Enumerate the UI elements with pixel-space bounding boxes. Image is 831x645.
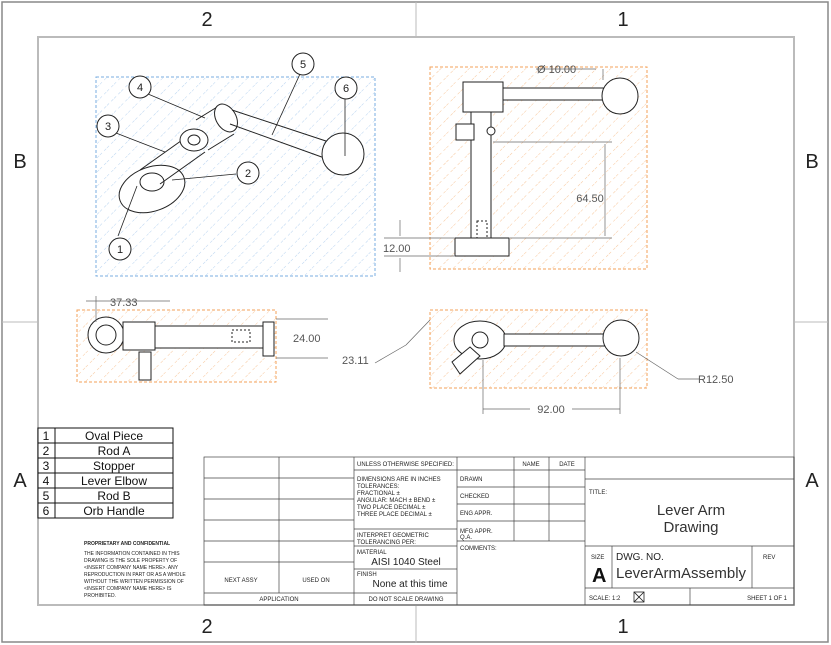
balloon-3: 3 (105, 121, 111, 133)
row-drawn: DRAWN (460, 477, 482, 483)
bom-table[interactable]: 1 Oval Piece 2 Rod A 3 Stopper 4 Lever E… (37, 427, 174, 519)
bom-name-6: Orb Handle (83, 504, 145, 518)
proprietary-notice: PROPRIETARY AND CONFIDENTIAL THE INFORMA… (84, 541, 186, 599)
bom-num-6: 6 (43, 504, 50, 518)
front-view[interactable]: Ø 10.00 64.50 12.00 (383, 64, 648, 272)
isometric-view[interactable]: 4 3 2 1 5 6 (95, 52, 376, 277)
balloon-5: 5 (300, 59, 306, 71)
proprietary-heading: PROPRIETARY AND CONFIDENTIAL (84, 541, 170, 547)
bom-num-1: 1 (43, 429, 50, 443)
used-on-label: USED ON (302, 578, 329, 584)
proprietary-line-7: PROHIBITED. (84, 593, 116, 599)
material-value: AISI 1040 Steel (371, 557, 441, 568)
dims-line-1: DIMENSIONS ARE IN INCHES (357, 477, 441, 483)
row-eng-appr: ENG APPR. (460, 511, 493, 517)
proprietary-line-6: <INSERT COMPANY NAME HERE> IS (84, 586, 172, 592)
title-label: TITLE: (589, 490, 607, 496)
dims-line-4: ANGULAR: MACH ± BEND ± (357, 498, 436, 504)
zone-left-upper: B (13, 151, 26, 173)
zone-bottom-right: 1 (617, 616, 628, 638)
bom-name-3: Stopper (93, 459, 135, 473)
bom-num-5: 5 (43, 489, 50, 503)
dim-r12-50: R12.50 (698, 374, 733, 386)
rev-label: REV (763, 555, 775, 561)
interpret-line-2: TOLERANCING PER: (357, 540, 416, 546)
proprietary-line-5: WITHOUT THE WRITTEN PERMISSION OF (84, 579, 184, 585)
material-label: MATERIAL (357, 550, 387, 556)
unless-specified: UNLESS OTHERWISE SPECIFIED: (357, 462, 454, 468)
dim-24-00: 24.00 (293, 333, 321, 345)
bom-num-3: 3 (43, 459, 50, 473)
proprietary-line-2: DRAWING IS THE SOLE PROPERTY OF (84, 558, 177, 564)
balloon-2: 2 (245, 168, 251, 180)
zone-right-lower: A (805, 470, 819, 492)
dwg-no-value: LeverArmAssembly (616, 565, 747, 582)
scale-label: SCALE: 1:2 (589, 596, 621, 602)
dwg-no-label: DWG. NO. (616, 552, 664, 563)
finish-label: FINISH (357, 572, 377, 578)
title-block (203, 456, 795, 606)
drawing-title-line-1: Lever Arm (657, 502, 725, 519)
dims-line-2: TOLERANCES: (357, 484, 400, 490)
right-view[interactable]: 23.11 R12.50 92.00 (342, 309, 733, 416)
proprietary-line-4: REPRODUCTION IN PART OR AS A WHOLE (84, 572, 186, 578)
bom-name-4: Lever Elbow (81, 474, 147, 488)
application-label: APPLICATION (259, 597, 298, 603)
bom-name-1: Oval Piece (85, 429, 143, 443)
dims-line-5: TWO PLACE DECIMAL ± (357, 505, 426, 511)
row-comments: COMMENTS: (460, 546, 497, 552)
date-header: DATE (559, 462, 575, 468)
balloon-6: 6 (343, 83, 349, 95)
bom-num-2: 2 (43, 444, 50, 458)
name-header: NAME (522, 462, 539, 468)
row-mfg-appr: MFG APPR. (460, 529, 493, 535)
row-checked: CHECKED (460, 494, 490, 500)
dims-line-6: THREE PLACE DECIMAL ± (357, 512, 432, 518)
size-value: A (592, 565, 606, 587)
zone-top-left: 2 (201, 9, 212, 31)
size-label: SIZE (591, 555, 604, 561)
bom-name-5: Rod B (97, 489, 130, 503)
sheet-label: SHEET 1 OF 1 (747, 596, 788, 602)
dim-12-00: 12.00 (383, 243, 411, 255)
scale-box-icon (633, 591, 645, 603)
balloon-4: 4 (137, 82, 143, 94)
zone-top-right: 1 (617, 9, 628, 31)
zone-bottom-left: 2 (201, 616, 212, 638)
dim-diameter: Ø 10.00 (537, 64, 576, 76)
dim-64-50: 64.50 (576, 193, 604, 205)
row-qa: Q.A. (460, 535, 472, 541)
next-assy-label: NEXT ASSY (224, 578, 257, 584)
proprietary-line-3: <INSERT COMPANY NAME HERE>. ANY (84, 565, 179, 571)
dim-23-11: 23.11 (342, 355, 369, 367)
dims-line-3: FRACTIONAL ± (357, 491, 400, 497)
dim-92-00: 92.00 (537, 404, 565, 416)
bom-name-2: Rod A (98, 444, 131, 458)
interpret-line-1: INTERPRET GEOMETRIC (357, 533, 430, 539)
zone-left-lower: A (13, 470, 27, 492)
balloon-1: 1 (117, 244, 123, 256)
do-not-scale: DO NOT SCALE DRAWING (368, 597, 443, 603)
proprietary-line-1: THE INFORMATION CONTAINED IN THIS (84, 551, 180, 557)
zone-right-upper: B (805, 151, 818, 173)
drawing-title-line-2: Drawing (663, 519, 718, 536)
top-view[interactable]: 37.33 24.00 (76, 296, 328, 383)
bom-num-4: 4 (43, 474, 50, 488)
dim-37-33: 37.33 (110, 297, 138, 309)
finish-value: None at this time (372, 579, 447, 590)
